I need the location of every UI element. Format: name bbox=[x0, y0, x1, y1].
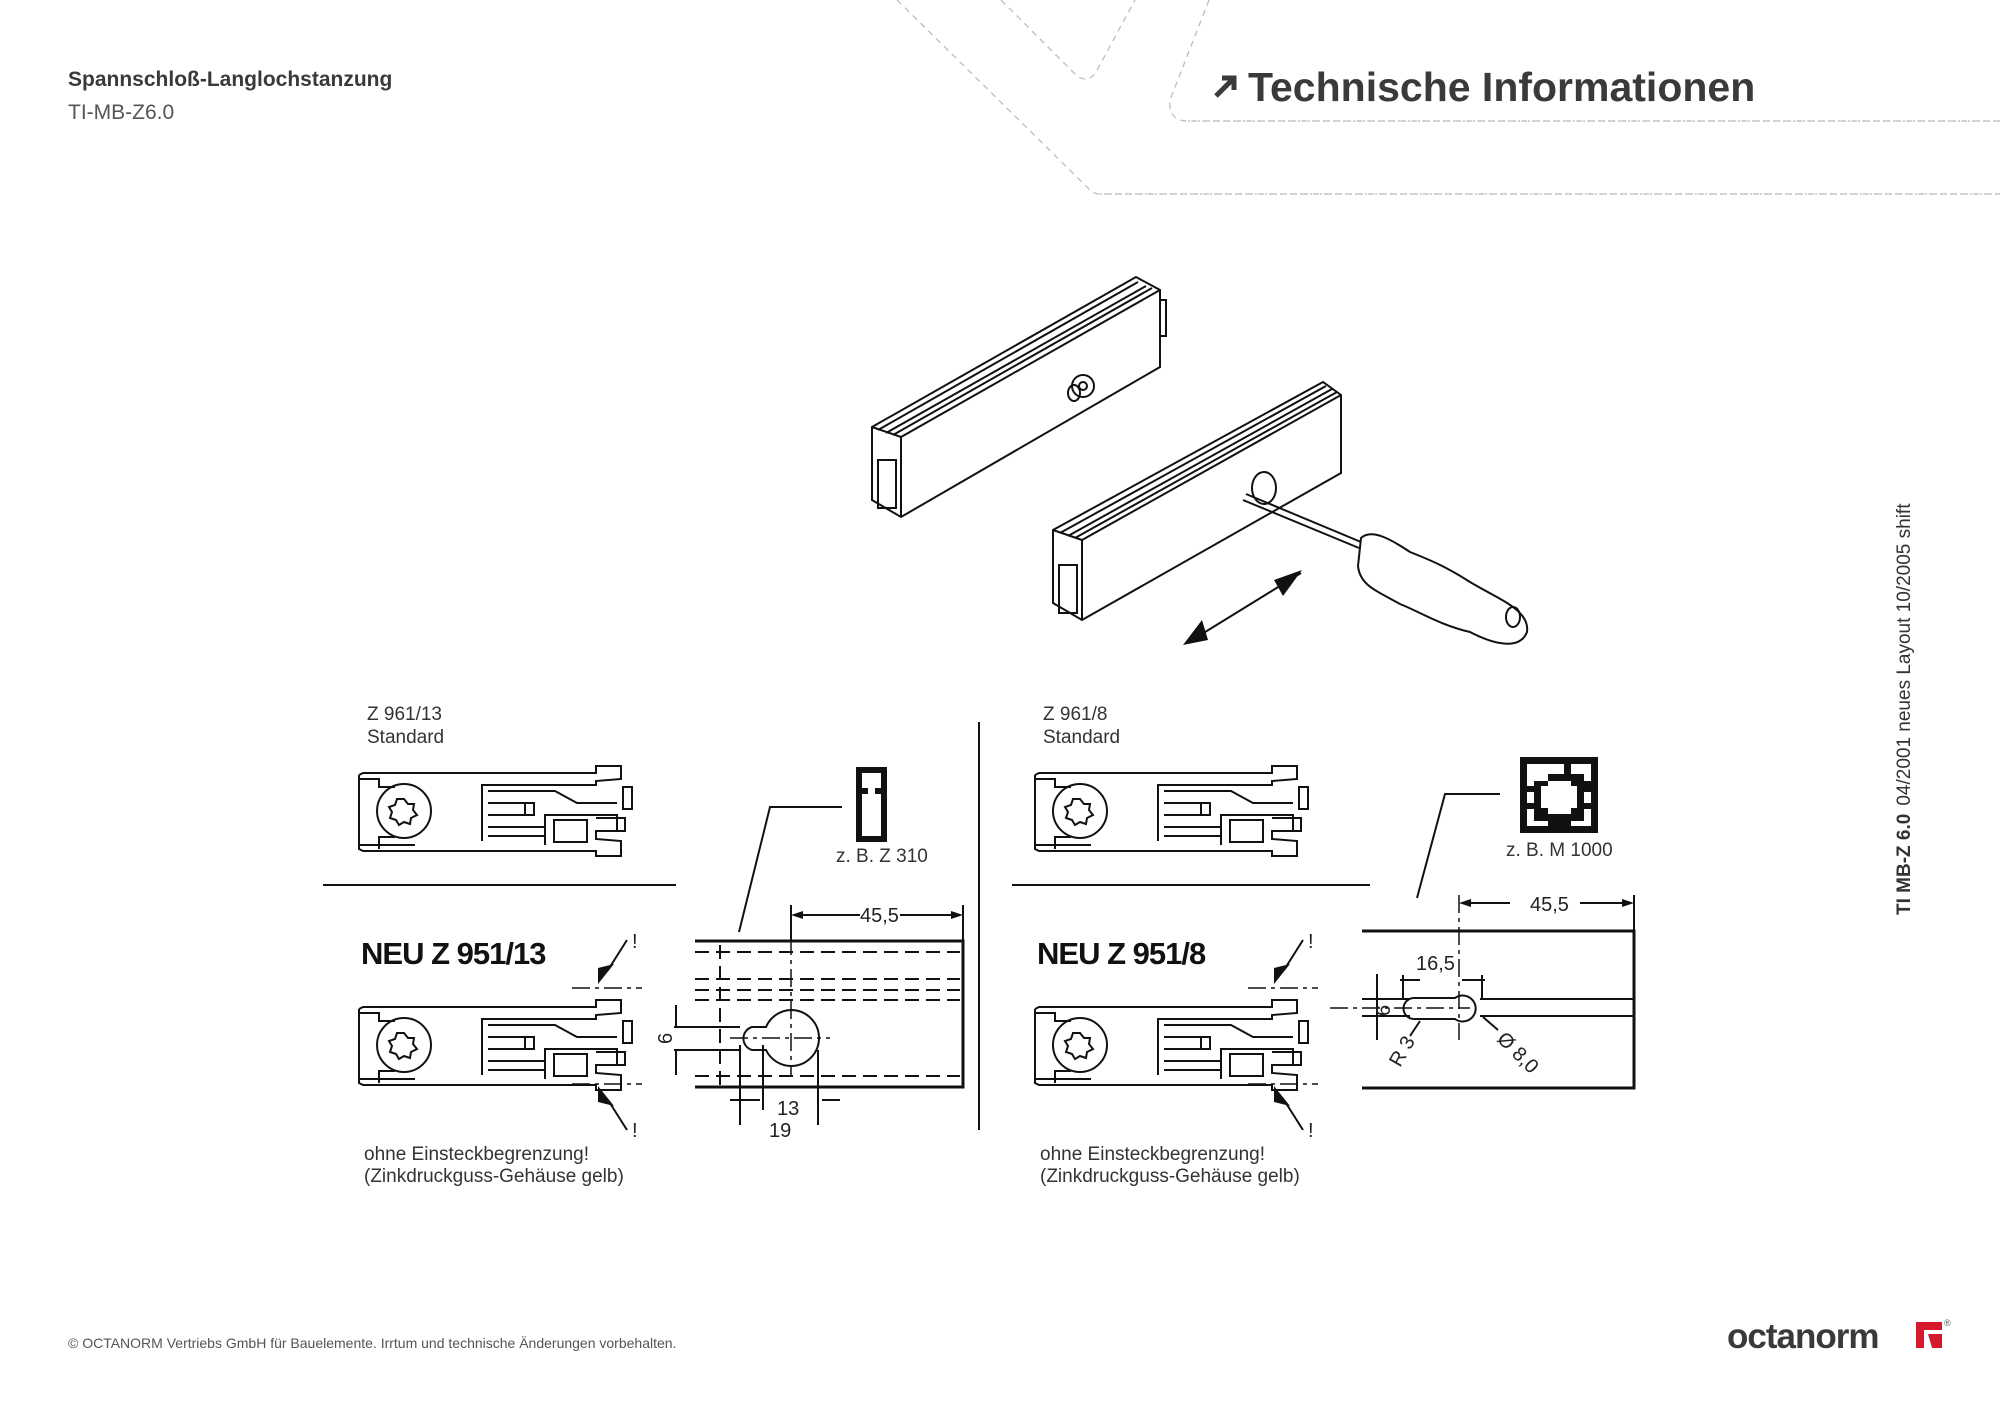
header-decoration bbox=[896, 0, 2000, 195]
octanorm-logo: octanorm ® bbox=[1727, 1317, 1951, 1356]
side-note: TI MB-Z 6.0 04/2001 neues Layout 10/2005 … bbox=[1894, 503, 1915, 915]
dim-slot: 13 bbox=[777, 1098, 799, 1120]
profile-label: z. B. Z 310 bbox=[836, 846, 928, 867]
standard-code: Z 961/8 bbox=[1043, 704, 1107, 725]
warning-mark-bottom: ! bbox=[1308, 1120, 1314, 1142]
arrow-up-right-icon bbox=[1214, 75, 1237, 98]
note-line-1: ohne Einsteckbegrenzung! bbox=[364, 1144, 589, 1165]
profile-m1000-section bbox=[1520, 757, 1598, 833]
dim-height: 6 bbox=[655, 1033, 677, 1044]
profile-z310-section bbox=[856, 767, 887, 842]
logo-registered: ® bbox=[1944, 1318, 1951, 1328]
new-model-title: NEU Z 951/8 bbox=[1037, 936, 1206, 971]
document-code: TI-MB-Z6.0 bbox=[68, 101, 174, 124]
rail-slot-drawing bbox=[674, 905, 965, 1125]
assembly-illustration bbox=[871, 275, 1529, 645]
standard-code: Z 961/13 bbox=[367, 704, 442, 725]
standard-label: Standard bbox=[367, 727, 444, 748]
new-clamp-drawing bbox=[1034, 999, 1309, 1091]
standard-clamp-drawing bbox=[358, 765, 633, 857]
dim-diameter: Ø 8,0 bbox=[1492, 1028, 1542, 1078]
dim-height: 6 bbox=[1373, 1005, 1395, 1016]
warning-mark-bottom: ! bbox=[632, 1120, 638, 1142]
warning-mark-top: ! bbox=[1308, 931, 1314, 953]
rail-with-clamp bbox=[871, 275, 1167, 519]
rail-with-slot bbox=[1052, 380, 1342, 622]
dim-width: 45,5 bbox=[1530, 894, 1569, 916]
warning-mark-top: ! bbox=[632, 931, 638, 953]
octanorm-mark-icon bbox=[1916, 1322, 1942, 1348]
note-line-1: ohne Einsteckbegrenzung! bbox=[1040, 1144, 1265, 1165]
dim-total: 19 bbox=[769, 1120, 791, 1142]
standard-label: Standard bbox=[1043, 727, 1120, 748]
side-note-info: 04/2001 neues Layout 10/2005 shift bbox=[1894, 503, 1915, 806]
rail-slot-drawing bbox=[1330, 895, 1636, 1090]
dim-radius: R 3 bbox=[1385, 1033, 1420, 1071]
profile-label: z. B. M 1000 bbox=[1506, 840, 1613, 861]
note-line-2: (Zinkdruckguss-Gehäuse gelb) bbox=[364, 1166, 624, 1187]
dim-width: 45,5 bbox=[860, 905, 899, 927]
footer-copyright: © OCTANORM Vertriebs GmbH für Bauelement… bbox=[68, 1335, 676, 1351]
side-note-code: TI MB-Z 6.0 bbox=[1894, 814, 1915, 915]
right-variant-z951-8: Z 961/8 Standard NEU Z 951/8 ! ! ohne Ei… bbox=[1012, 704, 1636, 1187]
note-line-2: (Zinkdruckguss-Gehäuse gelb) bbox=[1040, 1166, 1300, 1187]
profile-leader-line bbox=[738, 806, 842, 933]
new-clamp-drawing bbox=[358, 999, 633, 1091]
logo-wordmark: octanorm bbox=[1727, 1317, 1878, 1356]
new-model-title: NEU Z 951/13 bbox=[361, 936, 546, 971]
slide-direction-arrow-icon bbox=[1183, 570, 1302, 645]
standard-clamp-drawing bbox=[1034, 765, 1309, 857]
section-title: Technische Informationen bbox=[1248, 64, 1755, 110]
document-title: Spannschloß-Langlochstanzung bbox=[68, 68, 392, 91]
dim-offset: 16,5 bbox=[1416, 953, 1455, 975]
left-variant-z951-13: Z 961/13 Standard NEU Z 951/13 ! ! ohne … bbox=[323, 704, 965, 1187]
profile-leader-line bbox=[1416, 793, 1500, 899]
screwdriver bbox=[1242, 493, 1529, 645]
